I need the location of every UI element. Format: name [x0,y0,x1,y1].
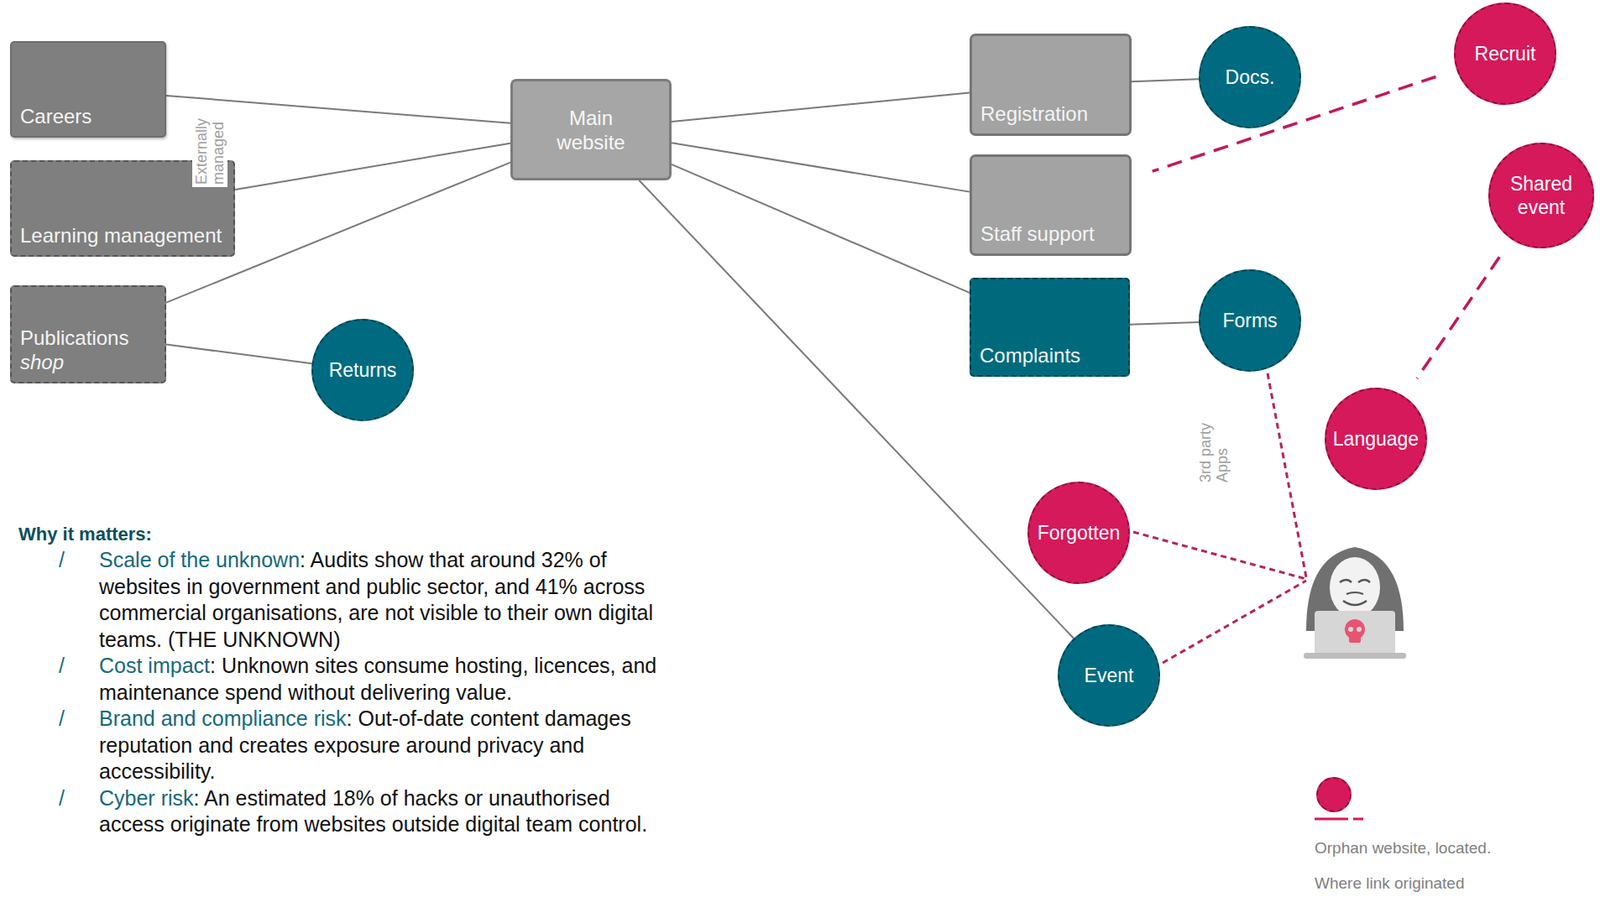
site-link [1131,78,1199,82]
site-circle: Language [1324,387,1428,491]
node-label: Learning management [20,223,222,248]
node-label: shop [20,350,64,375]
node-label: Forms [1222,308,1277,333]
bullet-term: Cost impact [99,653,210,678]
bullet-term: Scale of the unknown [99,548,300,572]
attack-leader-lines [1133,373,1307,664]
node-label: Publications [20,325,129,351]
site-circle: Returns [311,318,414,422]
legend-text: Where link originated [1314,874,1465,894]
legend-text: Orphan website, located. [1314,839,1491,858]
site-circle: Forgotten [1027,481,1130,585]
node-label: Main website [544,105,638,155]
bullet-body: Brand and compliance risk: Out-of-date c… [99,705,679,786]
node-label: Language [1333,427,1419,451]
bullet-item: /Cyber risk: An estimated 18% of hacks o… [18,785,691,839]
legend-line-sample [1314,818,1349,821]
mask-mouth [1343,601,1367,606]
mask-eyes [1339,580,1370,583]
origin-link [1416,256,1500,379]
site-box: Staff support [969,154,1132,257]
bullet-mark: / [18,653,100,706]
bullet-body: Scale of the unknown: Audits show that a… [99,547,679,654]
legend-line-sample [1353,818,1364,821]
skull-eye [1356,627,1362,633]
node-label: Staff support [980,221,1095,246]
site-circle: Docs. [1198,26,1302,129]
laptop-base [1303,653,1407,659]
node-label: Event [1084,664,1135,688]
bullet-item: /Cost impact: Unknown sites consume host… [18,653,691,706]
site-circle: Shared event [1488,142,1594,248]
site-link [166,345,313,365]
site-box: Careers [10,41,167,138]
skull-jaw [1349,635,1361,644]
leader-line [1162,580,1307,664]
leader-line [1133,532,1307,580]
site-link [1129,322,1199,325]
bullet-mark: / [18,705,100,786]
site-box: Publicationsshop [10,285,167,384]
bullet-item: /Scale of the unknown: Audits show that … [18,547,691,654]
side-note: 3rd party Apps [1196,413,1232,486]
site-link [235,143,511,190]
site-box: Registration [969,33,1132,136]
node-label: Docs. [1225,65,1276,89]
site-link [671,92,970,122]
mask-moustache [1346,592,1364,595]
site-box: Main website [510,78,672,181]
side-note: Externally managed [192,106,228,188]
bullet-body: Cyber risk: An estimated 18% of hacks or… [99,785,679,839]
node-label: Shared event [1500,172,1582,220]
bullet-mark: / [18,547,100,654]
bullet-term: Brand and compliance risk [99,706,347,731]
node-label: Recruit [1474,41,1537,66]
site-circle: Forms [1198,269,1302,372]
site-link [671,164,970,293]
node-label: Forgotten [1037,521,1120,545]
node-label: Registration [980,101,1088,126]
bullet-item: /Brand and compliance risk: Out-of-date … [18,705,691,786]
leader-line [1267,373,1307,578]
section-heading: Why it matters: [18,522,691,548]
node-label: Returns [329,358,398,382]
laptop-lid [1314,611,1396,655]
legend-swatch [1316,777,1352,813]
bullet-term: Cyber risk [99,786,194,811]
site-circle: Recruit [1453,2,1557,105]
site-box: Complaints [969,277,1130,377]
mask-face [1329,557,1381,618]
why-it-matters: Why it matters:/Scale of the unknown: Au… [18,522,691,839]
site-circle: Event [1057,624,1161,727]
skull-eye [1348,627,1354,633]
hacker-icon [1303,547,1407,659]
bullet-mark: / [18,785,100,839]
node-label: Careers [20,104,92,129]
node-label: Complaints [979,343,1081,368]
bullet-body: Cost impact: Unknown sites consume hosti… [99,653,679,706]
